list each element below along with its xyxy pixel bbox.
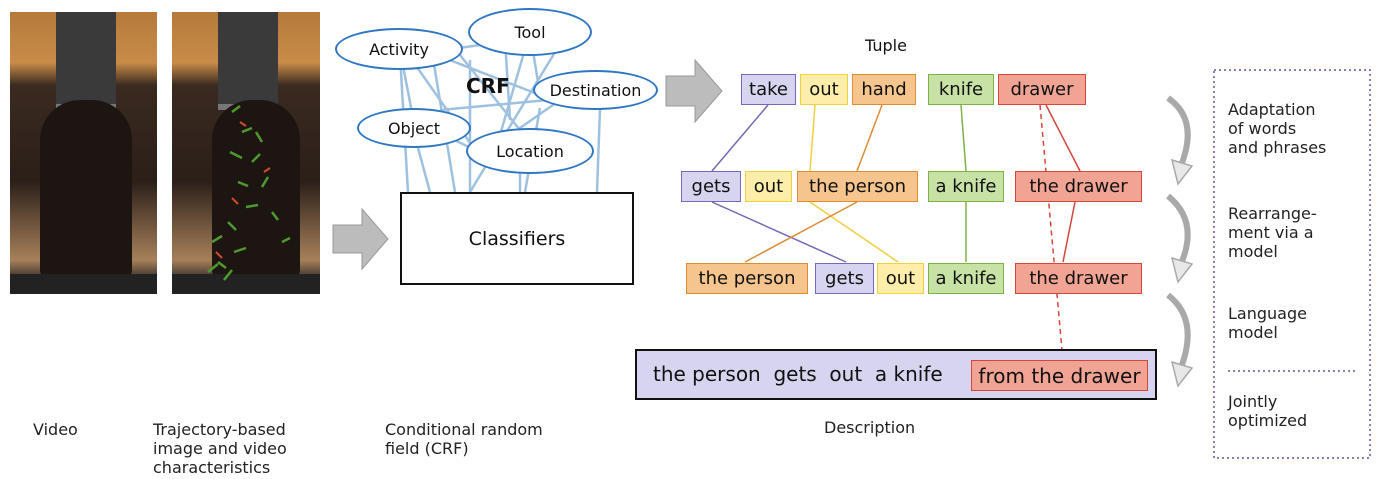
step-language-model: Language model <box>1228 304 1307 342</box>
crf-node-location: Location <box>466 128 594 174</box>
crf-node-label: Location <box>496 141 564 161</box>
caption-trajectory: Trajectory-based image and video charact… <box>153 420 287 477</box>
caption-crf: Conditional random field (CRF) <box>385 420 543 458</box>
step-adaptation: Adaptation of words and phrases <box>1228 100 1327 157</box>
row3-word: the person <box>686 263 808 294</box>
crf-node-object: Object <box>357 108 471 148</box>
counter-shape <box>172 274 320 294</box>
classifiers-label: Classifiers <box>468 227 566 250</box>
tuple-word-object: hand <box>852 74 916 105</box>
tuple-word-tool: out <box>800 74 848 105</box>
tuple-label: Tuple <box>865 36 907 55</box>
caption-description: Description <box>824 418 916 437</box>
row2-word: the drawer <box>1015 171 1142 202</box>
step-rearrangement: Rearrange-ment via a model <box>1228 204 1317 261</box>
oven-shape <box>218 12 278 110</box>
classifiers-box: Classifiers <box>400 192 634 285</box>
video-frame-image <box>10 12 157 294</box>
row3-word: a knife <box>928 263 1004 294</box>
person-shape <box>40 100 132 280</box>
crf-title: CRF <box>466 74 510 98</box>
description-tail-text: from the drawer <box>971 360 1148 391</box>
process-arrows <box>1166 95 1191 372</box>
description-box: the person gets out a knife from the dra… <box>635 349 1157 400</box>
person-shape <box>212 100 300 280</box>
row3-word: the drawer <box>1015 263 1142 294</box>
crf-node-label: Destination <box>549 80 642 100</box>
tuple-word-activity: take <box>741 74 796 105</box>
arrow-to-classifiers <box>332 207 389 271</box>
description-main-text: the person gets out a knife <box>653 362 943 386</box>
counter-shape <box>10 274 157 294</box>
crf-node-label: Tool <box>514 22 546 42</box>
trajectory-marks <box>207 105 291 281</box>
trajectory-frame-image <box>172 12 320 294</box>
crf-node-activity: Activity <box>335 28 463 70</box>
row3-word: out <box>877 263 924 294</box>
row2-word: gets <box>681 171 741 202</box>
step-jointly: Jointly optimized <box>1228 392 1308 430</box>
crf-node-label: Activity <box>369 39 429 59</box>
crf-node-label: Object <box>387 118 441 138</box>
row2-word: the person <box>797 171 918 202</box>
row3-word: gets <box>815 263 874 294</box>
crf-node-tool: Tool <box>468 8 592 56</box>
row2-word: a knife <box>928 171 1004 202</box>
tuple-word-destination: drawer <box>998 74 1086 105</box>
arrow-to-tuple <box>665 58 723 124</box>
caption-video: Video <box>33 420 78 439</box>
row2-word: out <box>745 171 792 202</box>
crf-node-destination: Destination <box>533 70 658 110</box>
tuple-word-location: knife <box>928 74 994 105</box>
